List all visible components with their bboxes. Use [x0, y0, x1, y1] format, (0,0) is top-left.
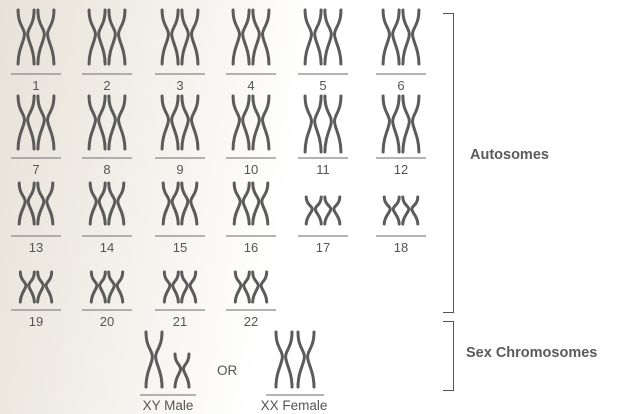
chromosome-14a [88, 181, 107, 226]
chromosome-16a [232, 181, 251, 226]
chromosome-11b [323, 94, 343, 154]
chromosome-number-22: 22 [243, 314, 259, 329]
chromosome-number-15: 15 [172, 240, 188, 255]
autosomes-label: Autosomes [470, 147, 549, 163]
chromosome-21a [162, 270, 180, 304]
autosomes-bracket [443, 13, 454, 313]
sex-chromosomes-bracket [443, 321, 454, 391]
chromosome-number-9: 9 [176, 162, 184, 177]
chromosome-20a [89, 270, 107, 304]
chromosome-number-1: 1 [32, 78, 40, 93]
chromosome-18b [401, 195, 420, 226]
chromosome-7a [16, 94, 36, 151]
chromosome-x1-female [274, 330, 294, 389]
chromosome-17a [304, 195, 323, 226]
chromosome-y-male [173, 352, 191, 389]
chromosome-number-10: 10 [243, 162, 259, 177]
chromosome-13b [36, 181, 55, 226]
xy-male-label: XY Male [142, 398, 194, 413]
chromosome-number-6: 6 [397, 78, 405, 93]
chromosome-11a [303, 94, 323, 154]
chromosome-number-12: 12 [393, 162, 409, 177]
chromosome-6b [401, 8, 421, 66]
or-label: OR [217, 363, 238, 378]
chromosome-9a [160, 94, 180, 151]
chromosome-20b [107, 270, 125, 304]
chromosome-number-5: 5 [319, 78, 327, 93]
chromosome-number-18: 18 [393, 240, 409, 255]
chromosome-x-male [144, 330, 164, 389]
chromosome-13a [17, 181, 36, 226]
chromosome-19b [36, 270, 54, 304]
chromosome-17b [323, 195, 342, 226]
chromosome-7b [36, 94, 56, 151]
chromosome-8a [87, 94, 107, 151]
chromosome-21b [180, 270, 198, 304]
chromosome-15b [180, 181, 199, 226]
xx-female-label: XX Female [260, 398, 328, 413]
chromosome-number-3: 3 [176, 78, 184, 93]
chromosome-number-2: 2 [103, 78, 111, 93]
chromosome-5a [303, 8, 323, 66]
chromosome-9b [180, 94, 200, 151]
chromosome-6a [381, 8, 401, 66]
chromosome-1a [16, 8, 36, 66]
chromosome-18a [382, 195, 401, 226]
chromosome-22b [251, 270, 269, 304]
chromosome-8b [107, 94, 127, 151]
chromosome-number-19: 19 [28, 314, 44, 329]
chromosome-1b [36, 8, 56, 66]
chromosome-3b [180, 8, 200, 66]
chromosome-number-8: 8 [103, 162, 111, 177]
chromosome-number-17: 17 [315, 240, 331, 255]
chromosome-12b [401, 94, 421, 154]
sex-chromosomes-label: Sex Chromosomes [466, 345, 598, 361]
chromosome-10a [231, 94, 251, 151]
chromosome-2b [107, 8, 127, 66]
chromosome-number-13: 13 [28, 240, 44, 255]
chromosome-number-7: 7 [32, 162, 40, 177]
chromosome-number-11: 11 [316, 162, 330, 177]
chromosome-5b [323, 8, 343, 66]
chromosome-2a [87, 8, 107, 66]
chromosome-10b [251, 94, 271, 151]
chromosome-number-14: 14 [99, 240, 115, 255]
chromosome-x2-female [296, 330, 316, 389]
chromosome-16b [251, 181, 270, 226]
chromosome-14b [107, 181, 126, 226]
chromosome-4a [231, 8, 251, 66]
chromosome-19a [18, 270, 36, 304]
chromosome-12a [381, 94, 401, 154]
chromosome-15a [161, 181, 180, 226]
chromosome-number-20: 20 [99, 314, 115, 329]
chromosome-number-16: 16 [243, 240, 259, 255]
chromosome-number-4: 4 [247, 78, 255, 93]
chromosome-3a [160, 8, 180, 66]
chromosome-number-21: 21 [172, 314, 188, 329]
chromosome-4b [251, 8, 271, 66]
chromosome-22a [233, 270, 251, 304]
